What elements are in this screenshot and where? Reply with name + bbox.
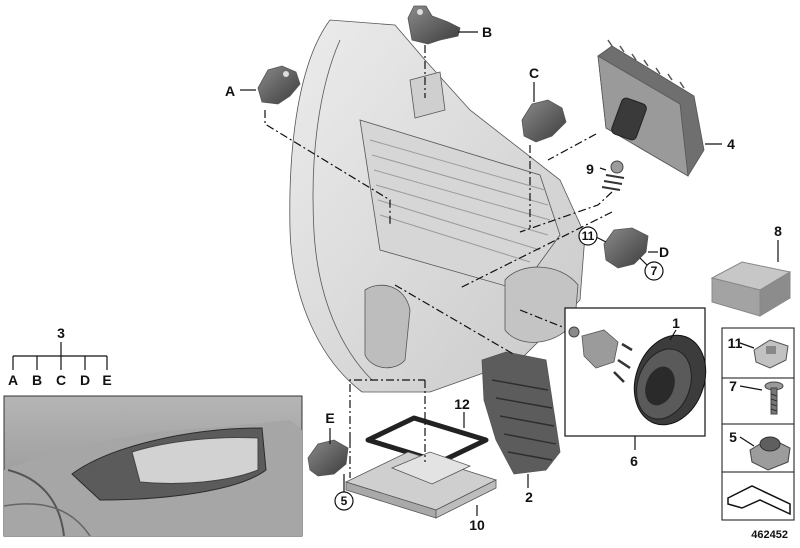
module-group-box (564, 307, 707, 437)
label-7: 7 (651, 264, 658, 278)
actuator-part (568, 326, 633, 383)
label-1: 1 (672, 315, 680, 331)
adjuster-screw-part (601, 160, 625, 191)
legend-label-11: 11 (728, 335, 743, 351)
bracket-d-part (603, 227, 649, 269)
box-part (710, 261, 792, 317)
label-a: A (225, 83, 235, 99)
label-10: 10 (469, 517, 485, 533)
label-e: E (325, 410, 334, 426)
label-8: 8 (774, 223, 782, 239)
bracket-b-part (407, 5, 461, 45)
legend-label-5: 5 (729, 429, 737, 445)
legend-label-7: 7 (729, 378, 737, 394)
diagram-number: 462452 (751, 529, 788, 541)
label-2: 2 (525, 489, 533, 505)
screw-icon (764, 381, 784, 415)
tree-label-c: C (56, 372, 66, 388)
label-6: 6 (630, 453, 638, 469)
bracket-a-part (257, 65, 301, 105)
tree-label-b: B (32, 372, 42, 388)
label-5: 5 (341, 494, 348, 508)
tree-label-a: A (8, 372, 18, 388)
grommet-icon (749, 436, 791, 471)
label-3: 3 (57, 325, 65, 341)
label-11: 11 (582, 229, 595, 243)
bracket-e-part (307, 439, 349, 477)
base-plate-part (344, 451, 498, 519)
cover-cap-part (633, 334, 707, 426)
legend-panel (721, 327, 795, 521)
seal-boot-part (481, 351, 561, 475)
label-9: 9 (586, 161, 594, 177)
bracket-c-part (521, 99, 567, 143)
car-inset-photo (3, 395, 303, 537)
tree-label-e: E (102, 372, 111, 388)
label-c: C (529, 65, 539, 81)
label-b: B (482, 24, 492, 40)
headlight-housing (289, 19, 586, 393)
clip-nut-icon (753, 339, 789, 369)
arrow-symbol-icon (727, 485, 791, 516)
variant-tree: 3 A B C D E (8, 325, 112, 388)
control-unit-part (597, 39, 705, 177)
tree-label-d: D (80, 372, 90, 388)
label-12: 12 (454, 396, 470, 412)
leader-lines (240, 31, 779, 516)
callout-labels: A B C 4 9 8 D 1 6 2 12 10 E 11 7 5 11 7 … (225, 24, 788, 541)
label-d: D (659, 244, 669, 260)
label-4: 4 (727, 136, 735, 152)
